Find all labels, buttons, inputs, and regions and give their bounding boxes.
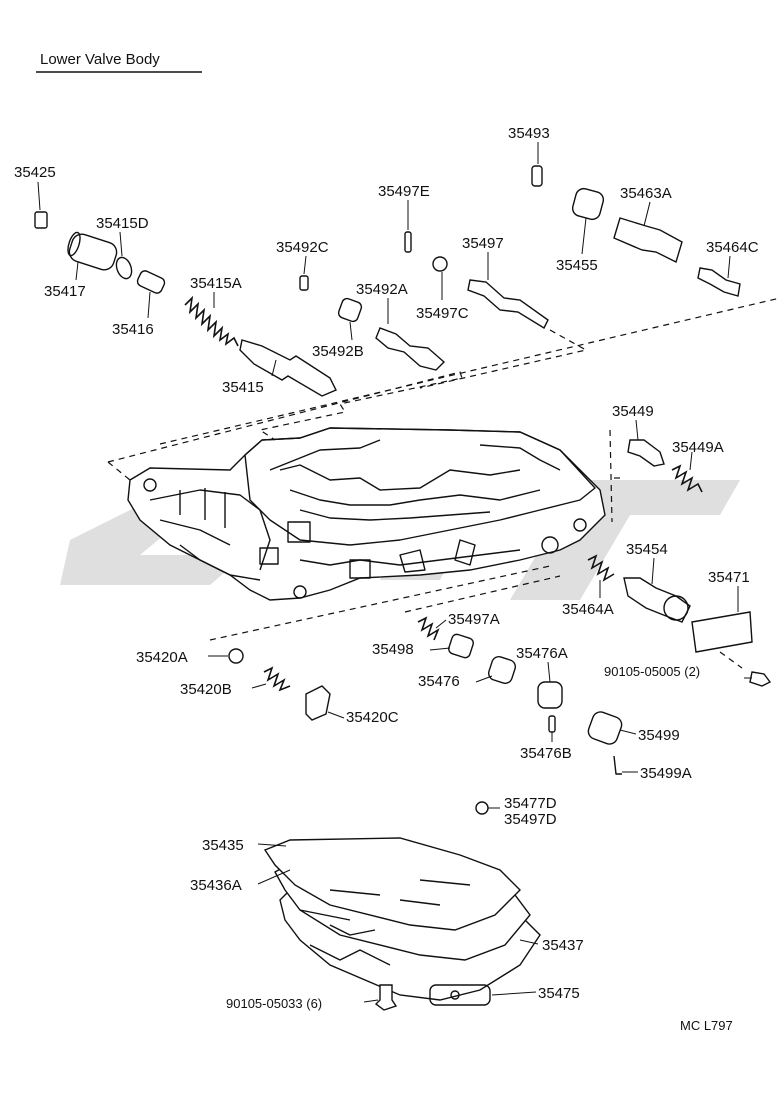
label-35464A: 35464A	[562, 601, 614, 618]
part-35477D-ball	[475, 801, 489, 815]
label-35497: 35497	[462, 235, 504, 252]
label-35437: 35437	[542, 937, 584, 954]
label-35476B: 35476B	[520, 745, 572, 762]
part-35416-plug	[136, 270, 166, 294]
label-35497A: 35497A	[448, 611, 500, 628]
label-35499: 35499	[638, 727, 680, 744]
label-35449A: 35449A	[672, 439, 724, 456]
part-35497C-ball	[432, 256, 448, 272]
part-35464C-valve	[697, 267, 741, 297]
part-35497A-spring	[417, 616, 440, 641]
label-35425: 35425	[14, 164, 56, 181]
label-35493: 35493	[508, 125, 550, 142]
part-35415-valve	[239, 339, 337, 397]
part-35464A-spring	[587, 554, 615, 582]
label-90105-05033: 90105-05033 (6)	[226, 996, 322, 1011]
diagram-title: Lower Valve Body	[40, 51, 160, 68]
label-35455: 35455	[556, 257, 598, 274]
label-35497E: 35497E	[378, 183, 430, 200]
part-35471-cover	[691, 611, 753, 653]
part-35455-plug	[571, 187, 605, 221]
assembly-guide-lines	[107, 297, 781, 669]
label-35420A: 35420A	[136, 649, 188, 666]
label-35415A: 35415A	[190, 275, 242, 292]
label-35499A: 35499A	[640, 765, 692, 782]
part-35420A-ball	[228, 648, 244, 664]
part-35463A-valve	[613, 217, 683, 263]
part-35454-valve	[623, 577, 691, 623]
label-35475: 35475	[538, 985, 580, 1002]
part-35499A-clip	[613, 755, 622, 775]
part-35497E-pin	[404, 231, 412, 253]
label-35492A: 35492A	[356, 281, 408, 298]
part-35499-plug	[587, 711, 623, 745]
part-35492B-plug	[337, 297, 363, 323]
part-35476A-plug	[537, 681, 563, 709]
label-35420B: 35420B	[180, 681, 232, 698]
part-35415D-ring	[115, 256, 133, 280]
label-90105-05005: 90105-05005 (2)	[604, 664, 700, 679]
part-35415A-spring	[184, 295, 239, 347]
label-35497D: 35497D	[504, 811, 557, 828]
label-35415: 35415	[222, 379, 264, 396]
label-35415D: 35415D	[96, 215, 149, 232]
label-35420C: 35420C	[346, 709, 399, 726]
part-35492A-valve	[375, 327, 446, 371]
label-35449: 35449	[612, 403, 654, 420]
part-35449A-spring	[671, 464, 703, 493]
part-35420C-retainer	[305, 685, 331, 721]
part-35420B-spring	[263, 666, 291, 692]
label-35454: 35454	[626, 541, 668, 558]
part-90105-05033-bolt	[374, 984, 398, 1011]
label-35471: 35471	[708, 569, 750, 586]
part-35476B-pin	[548, 715, 556, 733]
lower-valve-body	[127, 427, 606, 601]
part-35492C-pin	[299, 275, 309, 291]
part-35417-sleeve	[67, 231, 118, 271]
part-90105-05005-bolt	[749, 671, 772, 687]
part-labels: 35425 35415D 35417 35416 35415A 35415 35…	[14, 125, 759, 1011]
part-35425-plug	[34, 211, 48, 229]
leader-lines	[37, 142, 752, 1003]
label-35476: 35476	[418, 673, 460, 690]
part-35498-plug	[448, 633, 474, 659]
label-35476A: 35476A	[516, 645, 568, 662]
label-35477D: 35477D	[504, 795, 557, 812]
label-35498: 35498	[372, 641, 414, 658]
label-35497C: 35497C	[416, 305, 469, 322]
part-35493-pin	[531, 165, 543, 187]
label-35464C: 35464C	[706, 239, 759, 256]
part-35497-valve	[467, 279, 549, 329]
label-35435: 35435	[202, 837, 244, 854]
separator-plates	[263, 837, 541, 1006]
diagram-reference: MC L797	[680, 1018, 733, 1033]
label-35492B: 35492B	[312, 343, 364, 360]
label-35436A: 35436A	[190, 877, 242, 894]
label-35416: 35416	[112, 321, 154, 338]
label-35463A: 35463A	[620, 185, 672, 202]
label-35417: 35417	[44, 283, 86, 300]
label-35492C: 35492C	[276, 239, 329, 256]
part-35476-plug	[487, 655, 517, 685]
part-35449-valve	[627, 439, 665, 467]
